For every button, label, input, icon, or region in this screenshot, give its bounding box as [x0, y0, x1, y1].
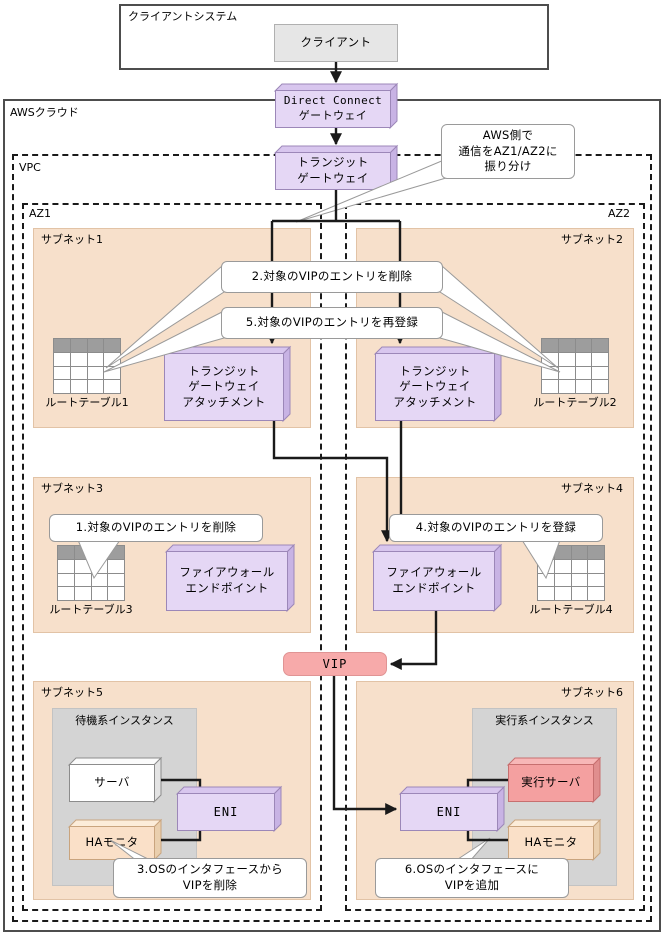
firewall-endpoint-az1-box: ファイアウォール エンドポイント	[164, 543, 296, 613]
route-table-3-caption: ルートテーブル3	[49, 603, 133, 616]
subnet4-label: サブネット4	[561, 482, 623, 495]
subnet1-label: サブネット1	[41, 233, 103, 246]
transit-gateway-attachment-az2-box: トランジット ゲートウェイ アタッチメント	[373, 345, 503, 423]
note-step3: 3.OSのインタフェースから VIPを削除	[113, 858, 307, 898]
route-table-1: ルートテーブル1	[45, 338, 129, 408]
az2-frame	[345, 203, 645, 911]
active-eni-label: ENI	[400, 793, 498, 831]
route-table-grid	[537, 545, 605, 601]
subnet3-label: サブネット3	[41, 482, 103, 495]
note-step1: 1.対象のVIPのエントリを削除	[49, 514, 263, 542]
transit-gateway-label: トランジット ゲートウェイ	[275, 152, 391, 190]
active-server-box: 実行サーバ	[506, 756, 602, 804]
route-table-1-caption: ルートテーブル1	[45, 396, 129, 409]
vpc-label: VPC	[19, 161, 41, 174]
direct-connect-gateway-label: Direct Connect ゲートウェイ	[275, 90, 391, 128]
client-system-frame	[119, 4, 549, 70]
route-table-2: ルートテーブル2	[533, 338, 617, 408]
route-table-3: ルートテーブル3	[49, 545, 133, 615]
transit-gateway-box: トランジット ゲートウェイ	[273, 144, 399, 192]
transit-gateway-attachment-az2-label: トランジット ゲートウェイ アタッチメント	[375, 353, 495, 421]
firewall-endpoint-az1-label: ファイアウォール エンドポイント	[166, 551, 288, 611]
standby-server-label: サーバ	[69, 764, 155, 802]
active-eni-box: ENI	[398, 785, 506, 833]
standby-instance-label: 待機系インスタンス	[75, 714, 174, 727]
direct-connect-gateway-box: Direct Connect ゲートウェイ	[273, 82, 399, 130]
active-ha-monitor-box: HAモニタ	[506, 818, 602, 862]
active-ha-monitor-label: HAモニタ	[508, 826, 594, 860]
transit-gateway-attachment-az1-label: トランジット ゲートウェイ アタッチメント	[164, 353, 284, 421]
vip-box: VIP	[283, 652, 387, 676]
subnet6-label: サブネット6	[561, 686, 623, 699]
box-3d-shading	[67, 756, 163, 804]
route-table-4-caption: ルートテーブル4	[529, 603, 613, 616]
route-table-grid	[57, 545, 125, 601]
active-instance-label: 実行系インスタンス	[495, 714, 594, 727]
route-table-2-caption: ルートテーブル2	[533, 396, 617, 409]
firewall-endpoint-az2-label: ファイアウォール エンドポイント	[373, 551, 495, 611]
transit-gateway-attachment-az1-box: トランジット ゲートウェイ アタッチメント	[162, 345, 292, 423]
route-table-4: ルートテーブル4	[529, 545, 613, 615]
client-box: クライアント	[274, 24, 398, 62]
subnet5-label: サブネット5	[41, 686, 103, 699]
subnet2-label: サブネット2	[561, 233, 623, 246]
standby-ha-monitor-box: HAモニタ	[67, 818, 163, 862]
firewall-endpoint-az2-box: ファイアウォール エンドポイント	[371, 543, 503, 613]
standby-eni-box: ENI	[175, 785, 283, 833]
note-step4: 4.対象のVIPのエントリを登録	[389, 514, 603, 542]
standby-ha-monitor-label: HAモニタ	[69, 826, 155, 860]
client-system-label: クライアントシステム	[128, 10, 238, 23]
route-table-grid	[541, 338, 609, 394]
standby-eni-label: ENI	[177, 793, 275, 831]
route-table-grid	[53, 338, 121, 394]
note-step2: 2.対象のVIPのエントリを削除	[221, 261, 443, 293]
box-3d-shading	[371, 543, 503, 613]
az1-label: AZ1	[29, 207, 52, 220]
note-step5: 5.対象のVIPのエントリを再登録	[221, 307, 443, 339]
aws-cloud-label: AWSクラウド	[10, 106, 79, 119]
standby-server-box: サーバ	[67, 756, 163, 804]
note-aws-side: AWS側で 通信をAZ1/AZ2に 振り分け	[441, 124, 575, 179]
az2-label: AZ2	[608, 207, 631, 220]
note-step6: 6.OSのインタフェースに VIPを追加	[375, 858, 569, 898]
az1-frame	[22, 203, 322, 911]
active-server-label: 実行サーバ	[508, 764, 594, 802]
